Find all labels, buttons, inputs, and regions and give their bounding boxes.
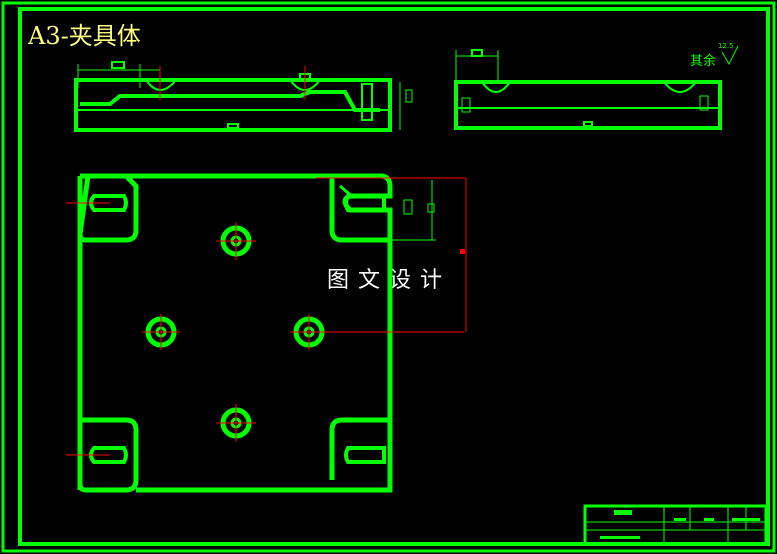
roughness-symbol-icon: [721, 45, 739, 66]
plan-centerlines: [66, 177, 467, 456]
plan-dimensions: [339, 180, 436, 241]
title-block: [583, 504, 768, 546]
inner-frame: [18, 7, 770, 546]
red-marker: [460, 249, 465, 254]
roughness-label: 其余: [690, 54, 717, 69]
side-view: [454, 49, 722, 130]
front-view: [74, 61, 413, 132]
watermark-text: 图文设计: [327, 268, 452, 293]
plan-view: [77, 173, 393, 493]
roughness-value: 12.5: [718, 42, 734, 50]
drawing-title: A3-夹具体: [28, 22, 141, 50]
front-view-centerlines: [159, 66, 306, 100]
